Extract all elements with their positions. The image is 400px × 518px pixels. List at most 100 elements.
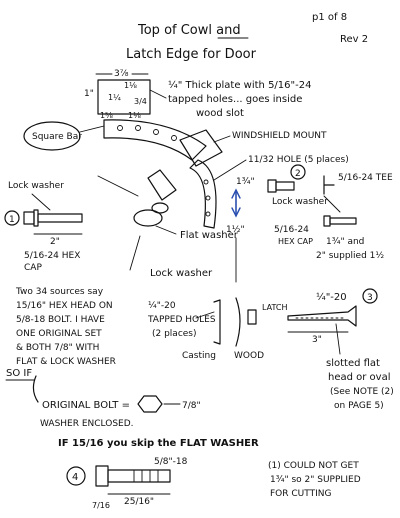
casting-label: Casting <box>182 351 216 361</box>
flat-washer-shape <box>133 209 163 227</box>
tee-leader <box>323 195 341 213</box>
title-line-1: Top of Cowl and <box>137 23 241 38</box>
bolt4-thread: 5/8"-18 <box>154 457 188 467</box>
plate-leader <box>149 89 167 99</box>
hole-5-places: 11/32 HOLE (5 places) <box>248 155 349 165</box>
lock-washer-right-label: Lock washer <box>272 197 328 207</box>
plate-hole-3 <box>153 129 159 135</box>
revision: Rev 2 <box>340 34 368 45</box>
blue-arrow-up <box>231 188 241 199</box>
bolt3-dim: 3" <box>312 335 322 345</box>
so-if-arrow <box>32 375 39 403</box>
lock-washer-left-label: Lock washer <box>8 181 64 191</box>
slotted-leader <box>335 323 341 355</box>
lock-washer-leader <box>31 193 51 211</box>
bolt4-number: 4 <box>72 472 78 483</box>
dim-a: 1⅛ <box>124 81 137 90</box>
bolt1-head <box>23 211 35 225</box>
latch-block <box>247 309 257 325</box>
latch-edge <box>189 159 217 229</box>
note-line-6: FLAT & LOCK WASHER <box>16 357 116 367</box>
windshield-mount <box>179 129 223 167</box>
page-number: p1 of 8 <box>312 12 347 23</box>
bolt3-circle <box>362 288 378 304</box>
note-leader-arrow <box>129 235 141 271</box>
note-line-3: 5/8-18 BOLT. I HAVE <box>16 315 105 325</box>
latch-hole-1 <box>203 179 209 185</box>
note-line-5: & BOTH 7/8" WITH <box>16 343 99 353</box>
dim-1-1-2: 1½" <box>226 225 245 235</box>
bolt1-size-2: CAP <box>24 263 42 273</box>
plate-note-1: ¼" Thick plate with 5/16"-24 <box>168 79 311 91</box>
bolt4-shank <box>107 469 171 483</box>
if-skip-line: IF 15/16 you skip the FLAT WASHER <box>58 438 259 449</box>
bolt1-shank <box>37 213 83 223</box>
original-bolt: ORIGINAL BOLT = <box>42 400 130 411</box>
original-hex-icon <box>137 395 163 413</box>
tapped-1: ¼"-20 <box>148 301 176 311</box>
tee-nut <box>323 175 335 195</box>
bolt2-number: 2 <box>295 169 301 179</box>
note-line-1: Two 34 sources say <box>15 287 104 297</box>
plate-hole-4 <box>171 135 177 141</box>
windshield-mount-label: WINDSHIELD MOUNT <box>232 131 327 141</box>
center-leader <box>97 175 139 197</box>
bolt3-body <box>287 305 357 327</box>
bolt2-circle <box>290 164 306 180</box>
dim-b: 1¼ <box>108 93 121 102</box>
slotted-2: head or oval <box>328 372 391 383</box>
slotted-4: on PAGE 5) <box>334 401 384 411</box>
lock-washer-mid-label: Lock washer <box>150 268 213 279</box>
latch-label: LATCH <box>262 303 288 312</box>
supplied-1: 1¾" and <box>326 237 364 247</box>
note-line-4: ONE ORIGINAL SET <box>16 329 102 339</box>
bolt3-size: ¼"-20 <box>316 291 347 303</box>
center-bolt-head <box>147 169 177 201</box>
bolt4-length: 25/16" <box>124 497 154 507</box>
square-bar-label: Square Bar <box>32 132 82 142</box>
bolt4-head <box>95 465 109 487</box>
washer-enclosed: WASHER ENCLOSED. <box>40 419 134 429</box>
bolt4-circle <box>66 466 86 486</box>
original-dim: 7/8" <box>182 401 201 411</box>
hex-cap-right-2: HEX CAP <box>278 237 313 246</box>
dim-1-inch: 1" <box>84 89 94 99</box>
flat-washer-leader <box>155 225 177 235</box>
bolt2-head <box>267 179 277 193</box>
flat-washer-label: Flat washer <box>180 230 239 241</box>
casting-shape <box>213 299 221 345</box>
footnote-1: (1) COULD NOT GET <box>268 461 359 471</box>
note-line-2: 15/16" HEX HEAD ON <box>16 301 113 311</box>
dim-top: 3⅞ <box>114 69 129 79</box>
bolt1-dim: 2" <box>50 237 60 247</box>
wood-label: WOOD <box>234 351 264 361</box>
slotted-3: (See NOTE (2) <box>330 387 394 397</box>
windshield-leader <box>213 135 231 143</box>
hex-cap-right-1: 5/16-24 <box>274 225 309 235</box>
square-bar-leader <box>79 125 105 133</box>
plate-hole-1 <box>117 125 123 131</box>
tapped-leader <box>195 311 215 319</box>
tee-size: 5/16-24 TEE <box>338 173 393 183</box>
dim-e: 3/4 <box>134 97 147 106</box>
wood-shape <box>235 297 241 347</box>
footnote-2: 1¾" so 2" SUPPLIED <box>270 475 361 485</box>
bolt1-size-1: 5/16-24 HEX <box>24 251 80 261</box>
lock-washer-shape <box>151 202 169 214</box>
footnote-3: FOR CUTTING <box>270 489 331 499</box>
bolt3-number: 3 <box>367 293 373 303</box>
bolt2b-head <box>323 215 331 227</box>
dim-c: 1⅝ <box>100 111 113 120</box>
plate-note-2: tapped holes... goes inside <box>168 94 302 105</box>
latch-hole-2 <box>205 195 211 201</box>
dim-1-3-4: 1¾" <box>236 177 255 187</box>
title-line-2: Latch Edge for Door <box>126 47 257 62</box>
so-if: SO IF <box>6 368 32 379</box>
plate-outline <box>97 79 151 115</box>
square-bar-bubble <box>23 121 81 151</box>
supplied-2: 2" supplied 1½ <box>316 251 384 261</box>
bolt1-number: 1 <box>9 215 15 225</box>
slotted-1: slotted flat <box>326 358 380 369</box>
tapped-3: (2 places) <box>152 329 197 339</box>
